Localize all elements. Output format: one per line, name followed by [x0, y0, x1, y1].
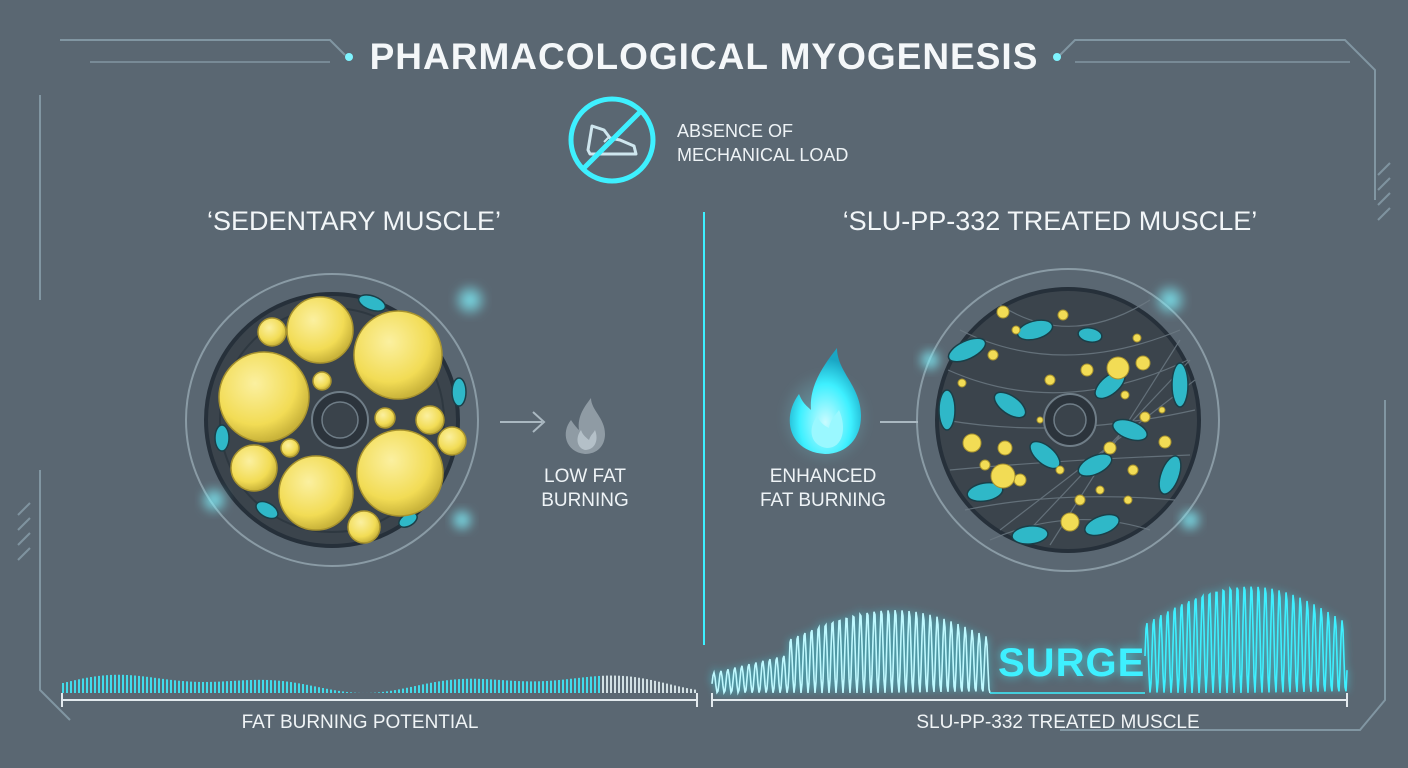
page-title: PHARMACOLOGICAL MYOGENESIS — [369, 36, 1039, 77]
left-arrow — [500, 411, 546, 433]
sedentary-muscle-cell — [185, 273, 488, 567]
hud-node-right — [1053, 53, 1061, 61]
no-load-label-line1: ABSENCE OF — [677, 121, 794, 141]
large-flame-icon — [779, 348, 871, 466]
hud-node-left — [345, 53, 353, 61]
fat-droplets — [957, 305, 1172, 532]
axis-left — [61, 693, 698, 707]
no-load-label-line2: MECHANICAL LOAD — [677, 145, 849, 165]
surge-label: SURGE — [998, 641, 1146, 685]
sedentary-muscle-title: ‘SEDENTARY MUSCLE’ — [206, 206, 502, 236]
treated-muscle-title: ‘SLU-PP-332 TREATED MUSCLE’ — [842, 206, 1258, 236]
enhanced-burn-label-line2: FAT BURNING — [760, 490, 886, 511]
waveform-low — [62, 674, 696, 693]
enhanced-burn-label-line1: ENHANCED — [769, 466, 877, 487]
no-shoe-icon — [568, 96, 656, 184]
small-flame-icon — [565, 398, 605, 454]
hud-stripes-left — [17, 502, 31, 561]
muscle-fibers — [944, 299, 1196, 546]
hud-frame — [39, 39, 1386, 731]
waveform-surge — [710, 581, 1349, 701]
nucleus — [1043, 393, 1097, 447]
hud-stripes-right — [1377, 162, 1391, 221]
treated-muscle-axis-label: SLU-PP-332 TREATED MUSCLE — [916, 712, 1200, 733]
fat-droplets — [218, 296, 467, 544]
axis-right — [711, 693, 1348, 707]
low-burn-label-line1: LOW FAT — [544, 466, 626, 487]
nucleus — [311, 391, 369, 449]
low-burn-label-line2: BURNING — [541, 490, 629, 511]
mitochondria — [938, 319, 1189, 545]
treated-muscle-cell — [916, 268, 1220, 572]
fat-burning-potential-label: FAT BURNING POTENTIAL — [241, 712, 479, 733]
